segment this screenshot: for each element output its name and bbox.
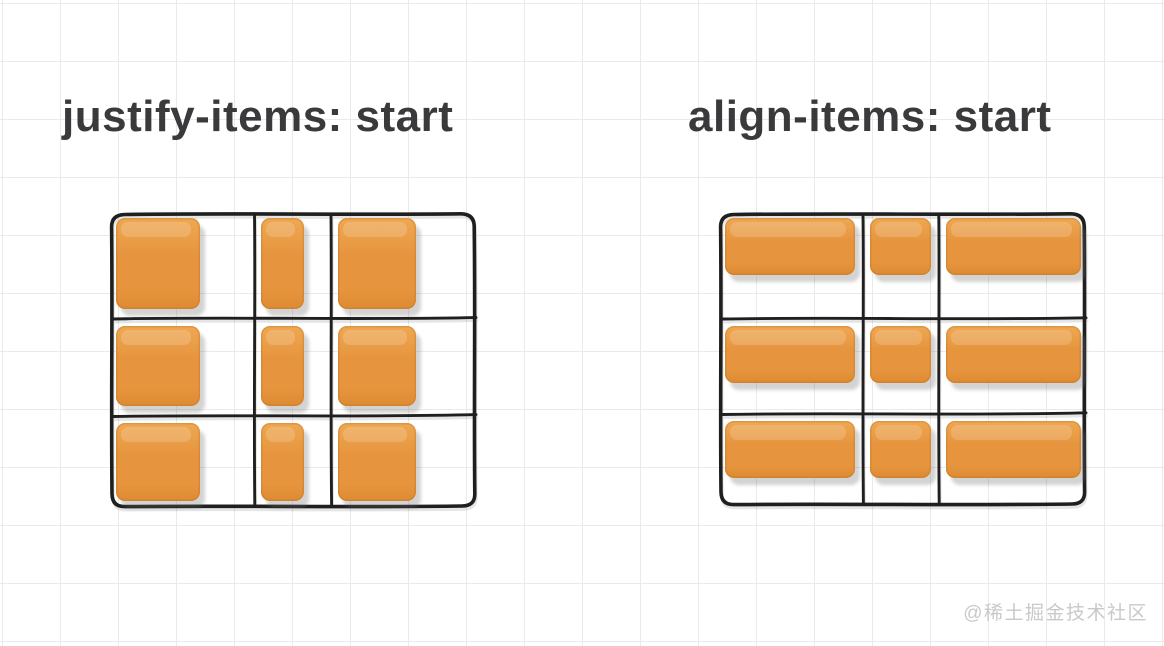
grid-item (870, 218, 931, 275)
grid-item (870, 326, 931, 383)
grid-lines (109, 211, 478, 509)
grid-item (261, 423, 304, 501)
grid-item (116, 326, 200, 406)
grid-item (725, 421, 855, 478)
grid-item (946, 421, 1081, 478)
grid-item (946, 326, 1081, 383)
watermark: @稀土掘金技术社区 (963, 603, 1148, 624)
grid-item (946, 218, 1081, 275)
grid-cells-justify (108, 210, 478, 510)
panel-title-align-items: align-items: start (688, 92, 1052, 141)
grid-item (338, 423, 416, 501)
justify-items-grid-figure (108, 210, 478, 510)
grid-item (261, 218, 304, 309)
grid-item (261, 326, 304, 406)
grid-item (870, 421, 931, 478)
grid-item (338, 326, 416, 406)
panel-title-justify-items: justify-items: start (62, 92, 454, 141)
grid-item (725, 218, 855, 275)
grid-item (725, 326, 855, 383)
grid-item (116, 218, 200, 309)
grid-item (116, 423, 200, 501)
align-items-grid-figure (717, 210, 1088, 508)
grid-lines (718, 211, 1088, 507)
grid-cells-align (717, 210, 1088, 508)
grid-item (338, 218, 416, 309)
